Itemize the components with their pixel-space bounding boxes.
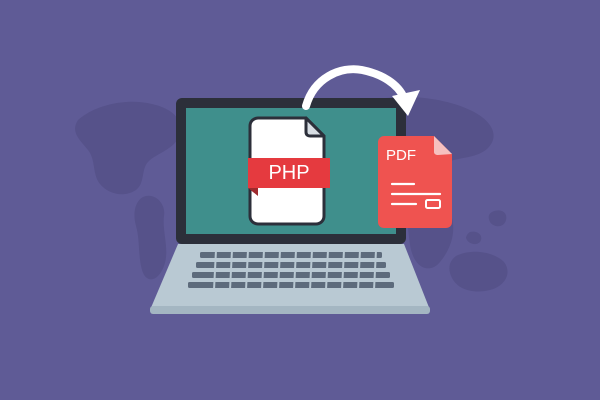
pdf-label: PDF: [386, 147, 416, 164]
pdf-badge: [425, 199, 441, 209]
pdf-file-icon: PDF: [378, 136, 452, 228]
laptop-base-edge: [150, 306, 430, 314]
php-label: PHP: [268, 162, 309, 184]
pdf-text-lines: [390, 182, 442, 206]
php-banner: [248, 158, 330, 188]
keyboard-gaps: [213, 249, 377, 291]
curved-arrow-icon: [302, 65, 420, 116]
php-file-icon: PHP: [248, 116, 330, 226]
